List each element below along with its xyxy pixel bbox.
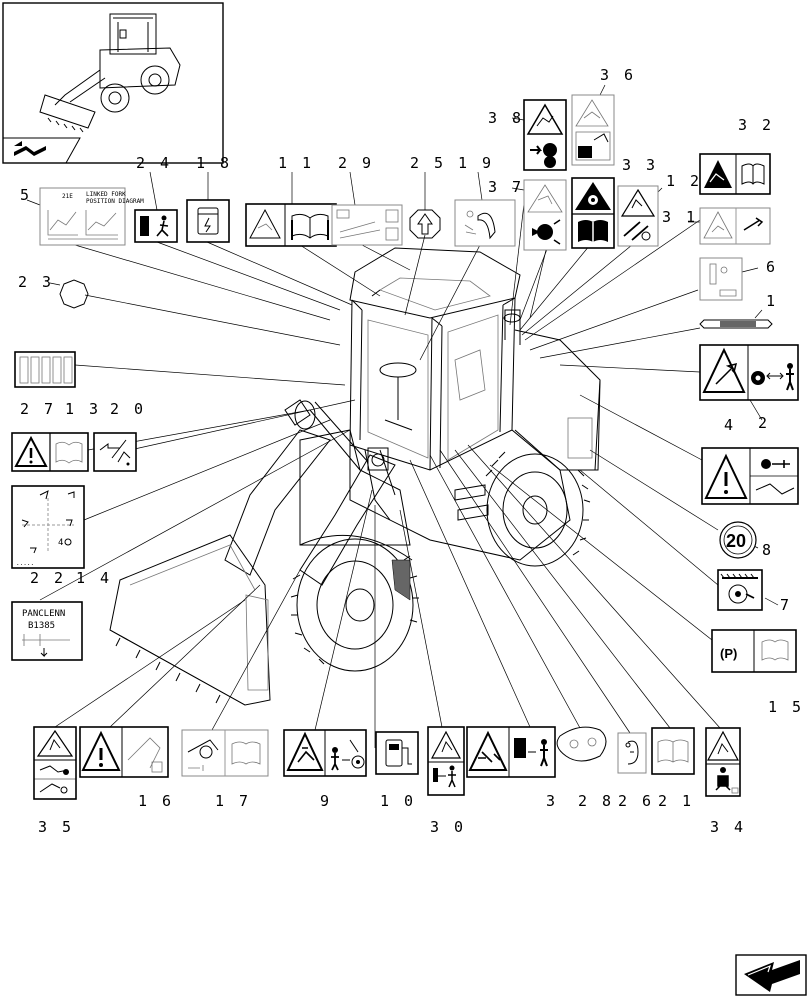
callout-5: 5: [20, 186, 32, 204]
decal-10-fuel: [375, 731, 419, 775]
decal-27: [14, 351, 76, 388]
callout-13: 1 3: [65, 400, 101, 418]
decal-13: [11, 432, 89, 472]
decal-14: 4 .....: [11, 485, 85, 569]
decal-7: [717, 569, 779, 611]
section-arrow-icon: [14, 141, 46, 156]
decal-2: [699, 344, 799, 421]
decal-32: [699, 153, 771, 195]
callout-38: 3 8: [488, 109, 524, 127]
callout-7: 7: [780, 596, 792, 614]
callout-21: 2 1: [658, 792, 694, 810]
page-navigation-arrow-icon[interactable]: [735, 954, 807, 996]
decal-5-subheader: POSITION DIAGRAM: [86, 198, 144, 205]
callout-34: 3 4: [710, 818, 746, 836]
decal-31: [688, 207, 771, 245]
callout-22: 2 2: [30, 569, 66, 587]
decal-34: [705, 727, 741, 797]
decal-19: [454, 171, 516, 247]
callout-31: 3 1: [662, 208, 698, 226]
decal-1-brand-strip: [699, 309, 773, 329]
callout-35: 3 5: [38, 818, 74, 836]
decal-21: [651, 727, 695, 775]
decal-4: [701, 447, 799, 505]
decal-8-speed-value: 20: [726, 531, 746, 551]
callout-28: 2 8: [578, 792, 614, 810]
callout-10: 1 0: [380, 792, 416, 810]
callout-19: 1 9: [458, 154, 494, 172]
decal-16: [79, 726, 169, 778]
decal-33: [571, 177, 615, 249]
decal-18-electrical: [186, 172, 230, 243]
decal-15-parking: (P): [711, 629, 797, 673]
decal-35: [33, 726, 77, 800]
decal-22: PANCLENN B1385: [11, 601, 83, 661]
decal-29: [331, 171, 403, 246]
decal-24-emergency-exit: [134, 171, 178, 243]
callout-8: 8: [762, 541, 774, 559]
callout-29: 2 9: [338, 154, 374, 172]
decal-5-header: LINKED FORK: [86, 191, 126, 198]
callout-12: 1 2: [666, 172, 702, 190]
callout-24: 2 4: [136, 154, 172, 172]
callout-3: 3: [546, 792, 558, 810]
decal-22-line2: B1385: [28, 621, 55, 631]
decal-8-speed-limit: 20: [719, 521, 759, 559]
callout-30: 3 0: [430, 818, 466, 836]
decal-5-code: 21E: [62, 193, 73, 200]
wheel-loader-thumbnail: [39, 13, 181, 133]
decal-9: [283, 729, 367, 777]
decal-11: [245, 172, 337, 247]
svg-text:.....: .....: [16, 560, 34, 567]
callout-20: 2 0: [110, 400, 146, 418]
decal-6: [699, 257, 759, 301]
decal-17: [181, 729, 269, 777]
callout-23: 2 3: [18, 273, 54, 291]
callout-18: 1 8: [196, 154, 232, 172]
callout-14: 1 4: [76, 569, 112, 587]
decal-25: [409, 172, 441, 239]
decal-26: [617, 732, 647, 774]
callout-4: 4: [724, 416, 736, 434]
callout-27: 2 7: [20, 400, 56, 418]
decal-15-parking-label: (P): [720, 646, 737, 661]
callout-36: 3 6: [600, 66, 636, 84]
decal-3: [466, 726, 556, 778]
callout-33: 3 3: [622, 156, 658, 174]
decal-37: [511, 179, 567, 251]
decal-36: [571, 84, 615, 166]
callout-1: 1: [766, 292, 778, 310]
leader-lines: [39, 194, 721, 748]
decal-30: [427, 726, 465, 796]
callout-25: 2 5: [410, 154, 446, 172]
callout-16: 1 6: [138, 792, 174, 810]
callout-numbers: 5 2 4 1 8 1 1 2 9 2 5 1 9 2 3 2 7 1 3 2 …: [18, 66, 804, 836]
wheel-loader-drawing: [109, 247, 601, 706]
decal-5: 21E LINKED FORK POSITION DIAGRAM: [26, 187, 144, 246]
decal-38: [511, 99, 567, 171]
thumbnail-frame: [2, 2, 224, 164]
callout-2: 2: [758, 414, 770, 432]
decal-23: [49, 279, 89, 309]
callout-11: 1 1: [278, 154, 314, 172]
decal-12: [617, 185, 663, 247]
callout-32: 3 2: [738, 116, 774, 134]
callout-17: 1 7: [215, 792, 251, 810]
callout-9: 9: [320, 792, 332, 810]
decal-28: [556, 726, 607, 762]
callout-26: 2 6: [618, 792, 654, 810]
svg-text:4: 4: [58, 538, 63, 548]
decal-20: [93, 432, 137, 472]
callout-37: 3 7: [488, 178, 524, 196]
callout-15: 1 5: [768, 698, 804, 716]
decal-22-line1: PANCLENN: [22, 609, 65, 619]
callout-6: 6: [766, 258, 778, 276]
